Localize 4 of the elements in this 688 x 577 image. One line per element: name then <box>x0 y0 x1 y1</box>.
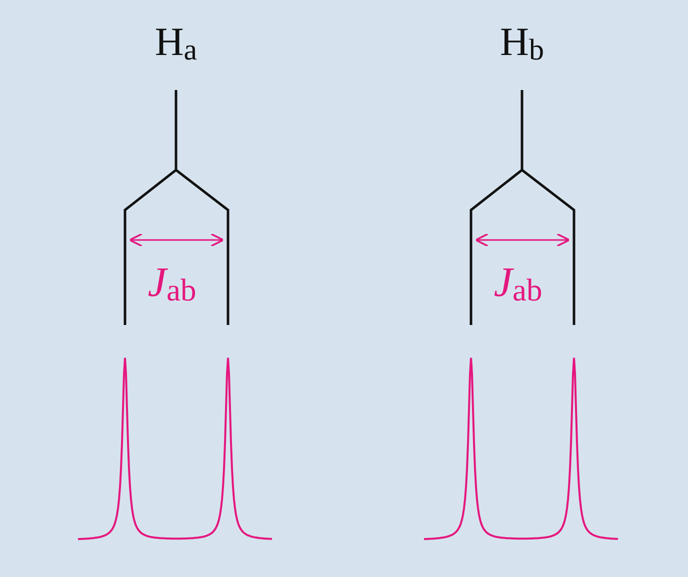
coupling-constant-label: J$_{ab}$ <box>148 262 196 306</box>
proton-label: H$_{b}$ <box>500 22 544 66</box>
coupling-constant-label: J$_{ab}$ <box>494 262 542 306</box>
proton-label: H$_{a}$ <box>154 22 198 66</box>
